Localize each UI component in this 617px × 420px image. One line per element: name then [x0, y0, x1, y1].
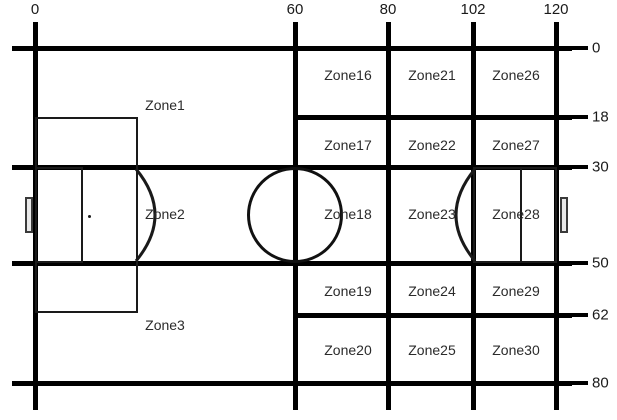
right-axis-label-80: 80 [592, 374, 609, 392]
left-penalty-arc [134, 168, 157, 262]
top-axis-label-0: 0 [30, 1, 40, 18]
zone-label-zone21: Zone21 [408, 67, 456, 83]
grid-hline-right [293, 115, 572, 120]
left-penalty-spot [88, 215, 91, 218]
right-axis-label-0: 0 [592, 39, 601, 57]
right-axis-label-62: 62 [592, 306, 609, 324]
right-axis-label-18: 18 [592, 108, 609, 126]
zone-label-zone29: Zone29 [492, 283, 540, 299]
right-axis-label-30: 30 [592, 158, 609, 176]
right-axis-tick-0 [560, 46, 588, 50]
zone-label-zone3: Zone3 [145, 317, 185, 333]
zone-label-zone24: Zone24 [408, 283, 456, 299]
zone-label-zone20: Zone20 [324, 342, 372, 358]
zone-label-zone17: Zone17 [324, 137, 372, 153]
left-goal [25, 197, 33, 233]
right-goal-area-box [520, 167, 557, 263]
zone-label-zone1: Zone1 [145, 97, 185, 113]
zone-label-zone2: Zone2 [145, 206, 185, 222]
top-axis-label-120: 120 [543, 1, 569, 18]
grid-hline-full [12, 261, 572, 266]
zone-label-zone22: Zone22 [408, 137, 456, 153]
zone-label-zone26: Zone26 [492, 67, 540, 83]
top-axis-label-80: 80 [379, 1, 397, 18]
zone-label-zone18: Zone18 [324, 206, 372, 222]
zone-label-zone30: Zone30 [492, 342, 540, 358]
zone-label-zone19: Zone19 [324, 283, 372, 299]
zone-label-zone25: Zone25 [408, 342, 456, 358]
top-axis-label-102: 102 [460, 1, 486, 18]
zone-label-zone28: Zone28 [492, 206, 540, 222]
right-axis-tick-50 [560, 261, 588, 265]
grid-vline-80 [386, 22, 391, 410]
grid-hline-full [12, 381, 572, 386]
grid-hline-full [12, 46, 572, 51]
right-axis-tick-18 [560, 115, 588, 119]
right-goal [560, 197, 568, 233]
zone-label-zone23: Zone23 [408, 206, 456, 222]
right-axis-tick-80 [560, 381, 588, 385]
grid-hline-right [293, 313, 572, 318]
zone-label-zone16: Zone16 [324, 67, 372, 83]
right-axis-tick-30 [560, 165, 588, 169]
right-axis-label-50: 50 [592, 254, 609, 272]
top-axis-label-60: 60 [286, 1, 304, 18]
centre-circle [247, 167, 343, 263]
left-goal-area-box [35, 167, 83, 263]
right-axis-tick-62 [560, 313, 588, 317]
right-penalty-arc [454, 168, 477, 262]
zone-label-zone27: Zone27 [492, 137, 540, 153]
